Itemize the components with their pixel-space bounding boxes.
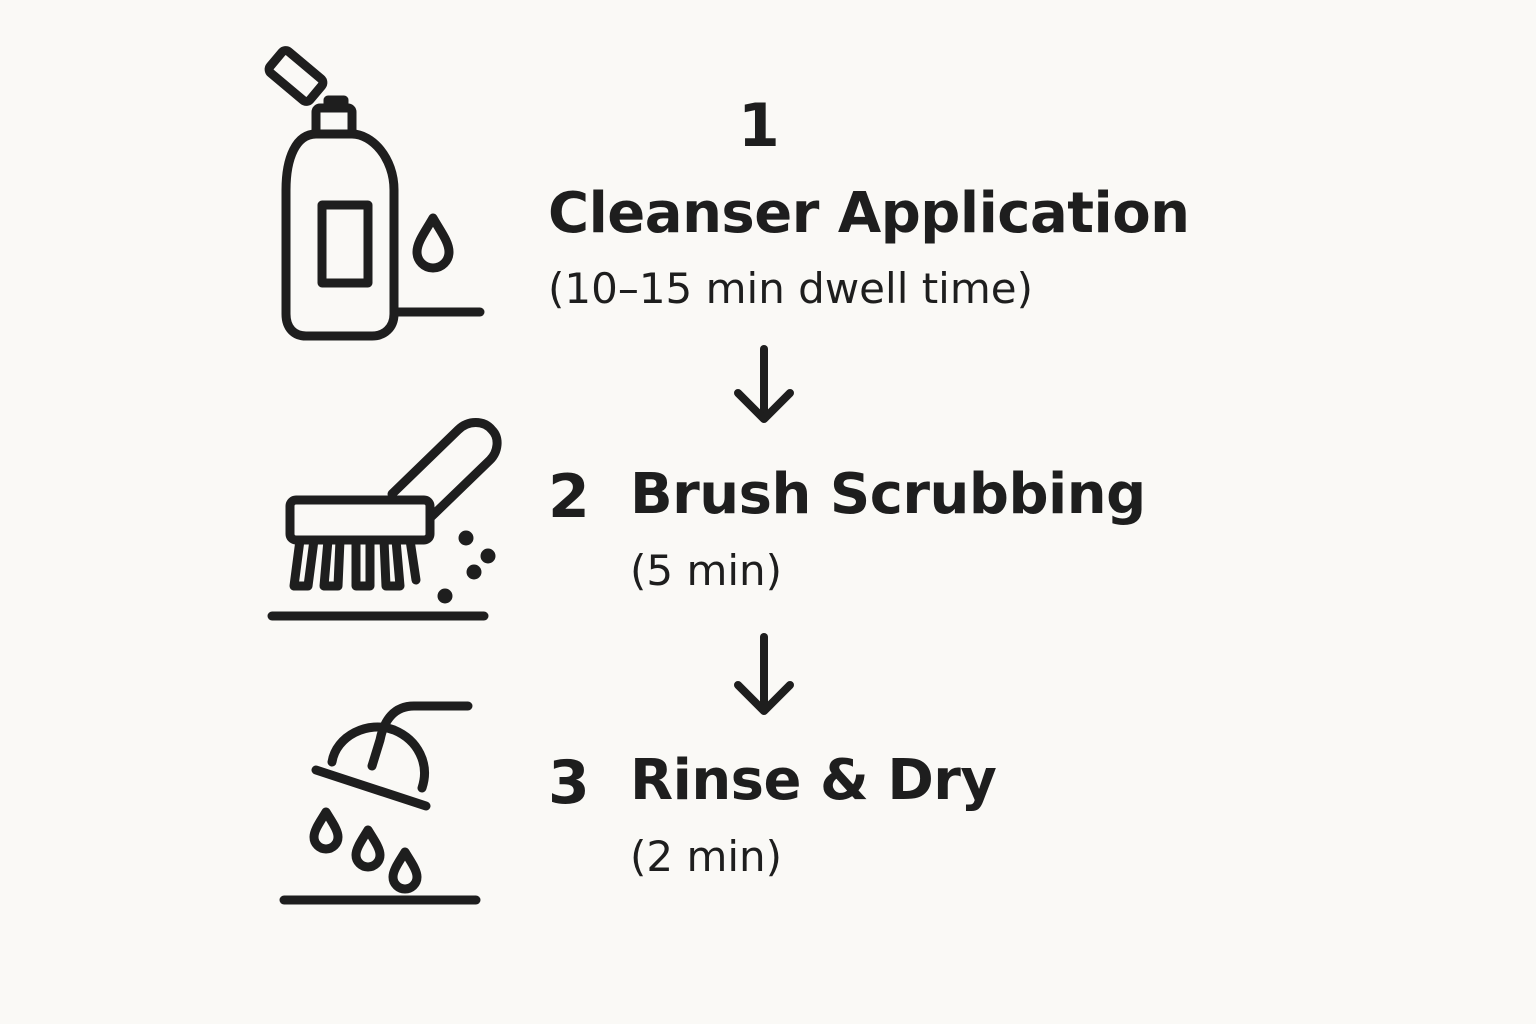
step-title: Rinse & Dry <box>630 748 997 813</box>
step-number: 3 <box>548 748 590 818</box>
step-duration: (10–15 min dwell time) <box>548 264 1033 313</box>
step-title: Brush Scrubbing <box>630 462 1146 527</box>
step-duration: (5 min) <box>630 546 783 595</box>
step-number: 2 <box>548 462 590 532</box>
spray-bottle-icon <box>250 46 500 345</box>
down-arrow-icon <box>730 345 800 429</box>
step-title: Cleanser Application <box>548 181 1190 246</box>
shower-head-icon <box>275 695 485 910</box>
step-number: 1 <box>738 91 780 161</box>
scrub-brush-icon <box>265 418 502 625</box>
step-duration: (2 min) <box>630 832 783 881</box>
down-arrow-icon <box>730 633 800 722</box>
